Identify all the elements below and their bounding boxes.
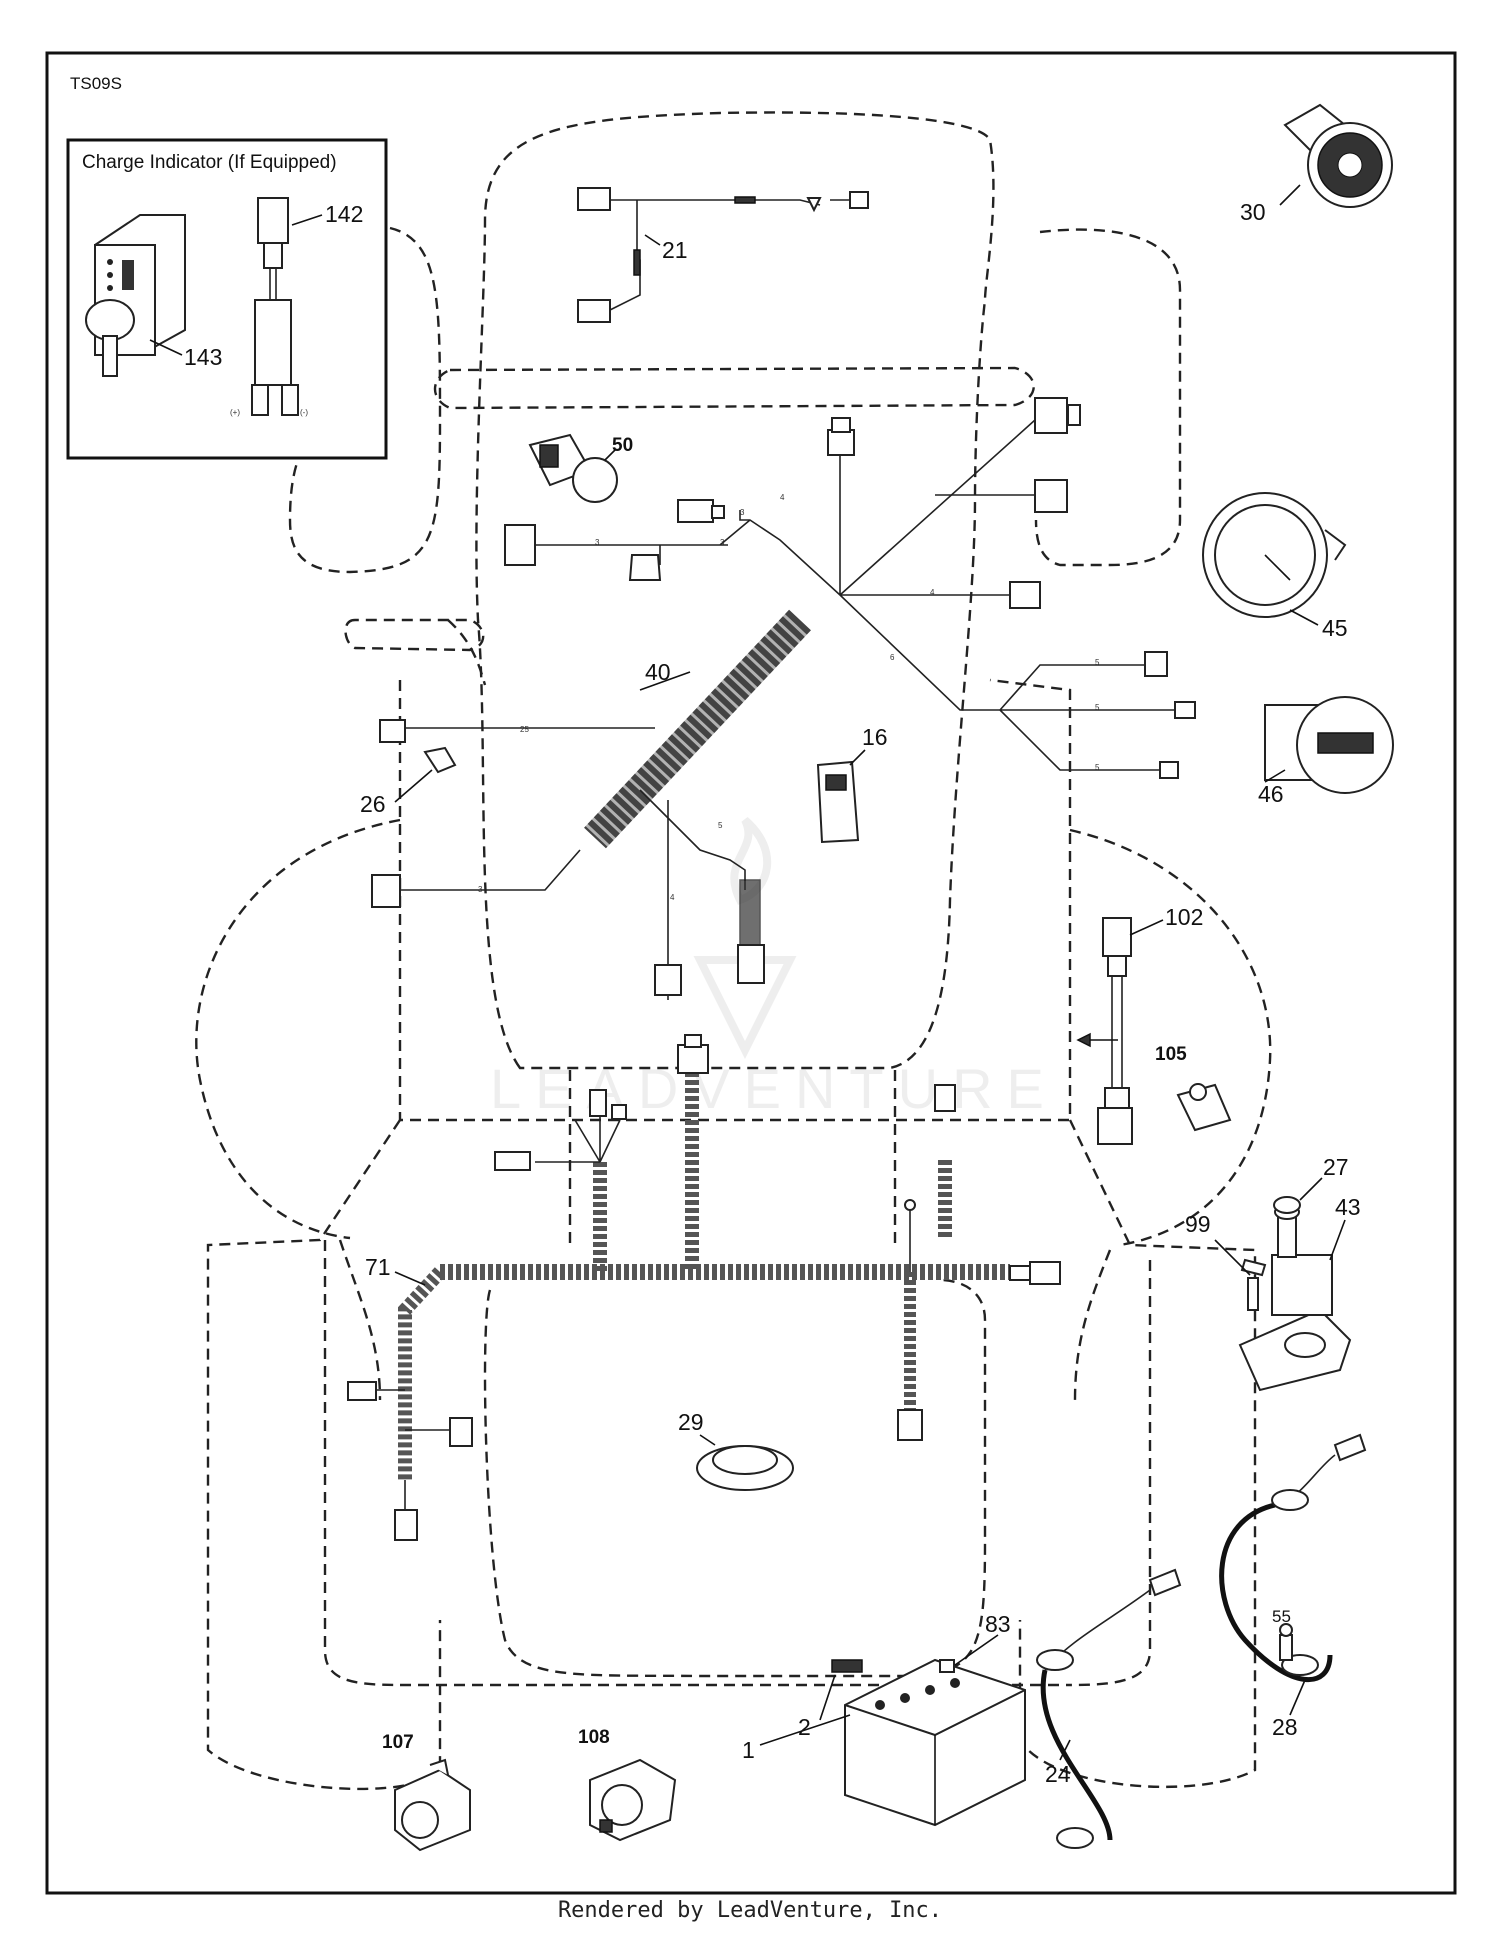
switch-50: 50 xyxy=(528,433,633,503)
switch-107 xyxy=(394,1758,471,1852)
harness-40: 25 3 4 5 40 xyxy=(371,609,811,1000)
callout-28: 28 xyxy=(1272,1714,1298,1740)
wire-code-w3a: 3 xyxy=(595,538,600,547)
callout-26: 26 xyxy=(360,791,386,817)
footer-credit: Rendered by LeadVenture, Inc. xyxy=(557,1898,943,1923)
callout-99: 99 xyxy=(1185,1211,1211,1237)
inset-plus-label: (+) xyxy=(230,408,240,417)
cable-28 xyxy=(1219,1433,1367,1682)
nut-83 xyxy=(939,1659,955,1673)
wire-code-w5d: 5 xyxy=(718,821,723,830)
charge-indicator-part xyxy=(85,214,186,377)
callout-30: 30 xyxy=(1240,199,1266,225)
gauge-30: 30 xyxy=(1240,103,1393,225)
switch-105 xyxy=(1176,1083,1232,1132)
charge-harness-part: (+) (-) xyxy=(230,197,308,417)
bolt-99 xyxy=(1247,1277,1259,1311)
callout-24: 24 xyxy=(1045,1761,1071,1787)
bolt-2 xyxy=(831,1659,863,1673)
diagram-code: TS09S xyxy=(70,74,122,93)
callout-108: 108 xyxy=(578,1727,610,1748)
callout-16: 16 xyxy=(862,724,888,750)
wire-code-w5c: 5 xyxy=(1095,763,1100,772)
callout-143: 143 xyxy=(184,344,222,370)
callout-142: 142 xyxy=(325,201,363,227)
callout-102: 102 xyxy=(1165,904,1203,930)
inset-minus-label: (-) xyxy=(300,408,308,417)
inset-title: Charge Indicator (If Equipped) xyxy=(82,152,337,173)
wire-code-w4a: 4 xyxy=(780,493,785,502)
callout-50: 50 xyxy=(612,435,633,456)
cable-24 xyxy=(1036,1568,1182,1849)
callout-107: 107 xyxy=(382,1732,414,1753)
gauge-45 xyxy=(1202,492,1347,618)
callout-105: 105 xyxy=(1155,1044,1187,1065)
wire-code-w3b: 3 xyxy=(720,538,725,547)
wire-code-w3c: 3 xyxy=(740,508,745,517)
relay-16 xyxy=(816,760,860,844)
callout-71: 71 xyxy=(365,1254,391,1280)
nut-27 xyxy=(1273,1196,1301,1214)
solenoid-43 xyxy=(1238,1204,1352,1392)
battery-1 xyxy=(844,1658,1026,1827)
callout-29: 29 xyxy=(678,1409,704,1435)
harness-102 xyxy=(1076,917,1133,1145)
harness-21: 21 xyxy=(577,187,869,323)
callout-2: 2 xyxy=(798,1714,811,1740)
callout-43: 43 xyxy=(1335,1194,1361,1220)
callout-40: 40 xyxy=(645,659,671,685)
callout-55: 55 xyxy=(1272,1607,1291,1626)
diagram-frame xyxy=(45,51,1457,1895)
dash-harness-branches: 4 4 6 5 5 5 3 3 3 xyxy=(504,397,1196,779)
wire-code-w4c: 4 xyxy=(670,893,675,902)
tractor-outline xyxy=(195,111,1272,1791)
callout-83: 83 xyxy=(985,1611,1011,1637)
wire-code-w25: 25 xyxy=(520,725,529,734)
callout-45: 45 xyxy=(1322,615,1348,641)
switch-108 xyxy=(589,1758,677,1842)
callout-27: 27 xyxy=(1323,1154,1349,1180)
grommet-29 xyxy=(696,1445,794,1491)
callout-21: 21 xyxy=(662,237,688,263)
wire-code-w6: 6 xyxy=(890,653,895,662)
harness-71: 71 xyxy=(347,1034,1061,1541)
charge-indicator-inset: Charge Indicator (If Equipped) (+) (-) 1… xyxy=(66,138,388,460)
wire-code-w5a: 5 xyxy=(1095,658,1100,667)
hour-meter-46 xyxy=(1264,696,1394,794)
wire-code-w3d: 3 xyxy=(478,885,483,894)
watermark: LEADVENTURE xyxy=(490,1057,1058,1120)
callout-46: 46 xyxy=(1258,781,1284,807)
wire-code-w5b: 5 xyxy=(1095,703,1100,712)
bolt-55 xyxy=(1279,1623,1293,1661)
callout-1: 1 xyxy=(742,1737,755,1763)
wire-code-w4b: 4 xyxy=(930,588,935,597)
